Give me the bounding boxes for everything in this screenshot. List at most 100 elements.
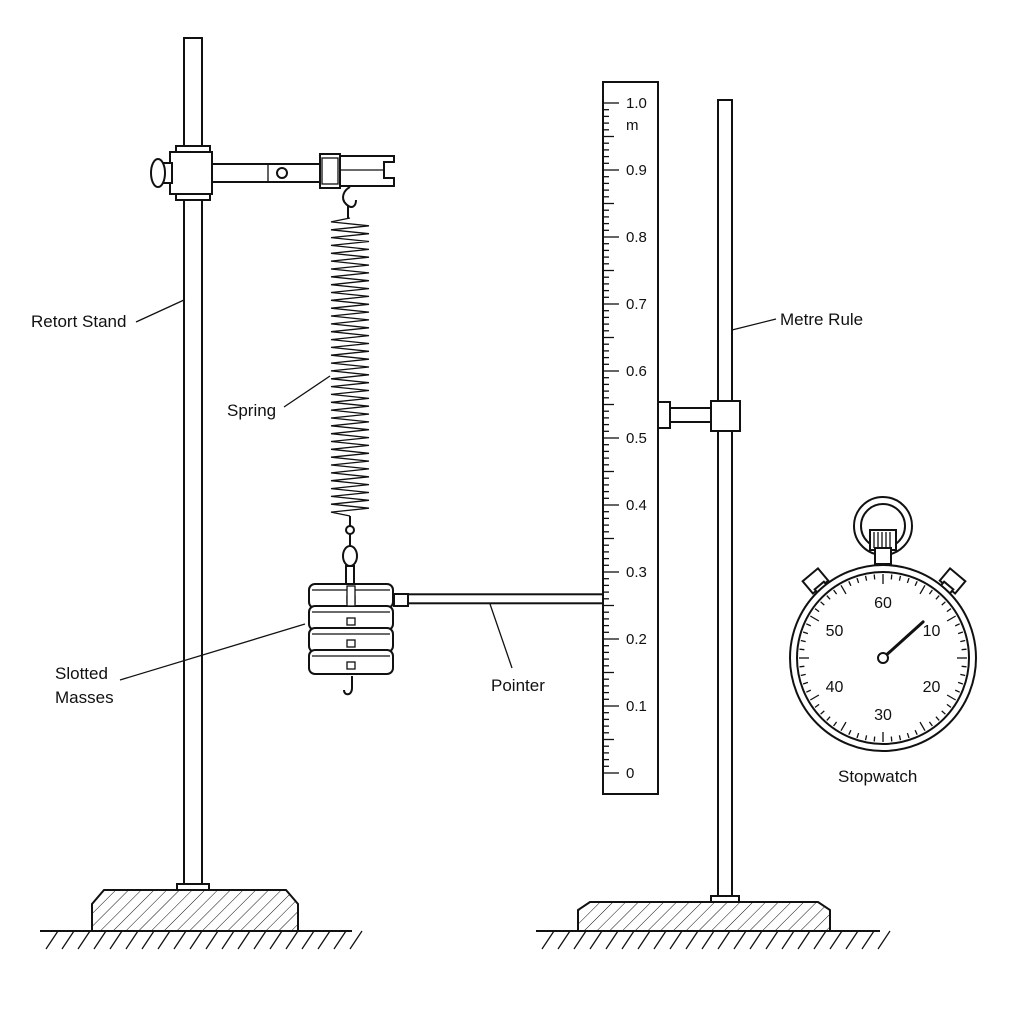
boss-head	[169, 151, 213, 195]
clamp-arm	[211, 163, 323, 183]
rule-clamp-boss	[710, 400, 741, 432]
dial-tick	[919, 584, 926, 595]
dial-tick	[960, 639, 966, 643]
metre-rule: 0 0.1 0.2 0.3 0.4 0.5 0.6 0.7 0.8 0.9 1.0 m	[602, 81, 659, 795]
rule-tick-label: 0.8	[626, 229, 647, 246]
dial-label: 20	[923, 679, 941, 696]
dial-tick	[873, 736, 876, 742]
dial-tick	[814, 703, 820, 708]
dial-tick	[820, 601, 825, 606]
dial-tick	[799, 665, 805, 668]
dial-tick	[848, 729, 852, 735]
rule-tick-label: 0.9	[626, 162, 647, 179]
dial-tick	[800, 639, 806, 643]
dial-tick	[826, 595, 831, 600]
retort-stand	[91, 37, 395, 932]
rule-tick-label: 1.0	[626, 95, 647, 112]
rule-tick-label: 0.6	[626, 363, 647, 380]
dial-tick	[954, 689, 960, 693]
dial-tick	[864, 575, 868, 581]
stopwatch-hand	[881, 620, 925, 660]
dial-tick	[946, 615, 957, 622]
dial-tick	[935, 595, 940, 600]
dial-tick	[840, 584, 847, 595]
rule-tick-label: 0.1	[626, 698, 647, 715]
dial-tick	[800, 673, 806, 677]
dial-tick	[946, 694, 957, 701]
dial-tick	[826, 716, 831, 721]
dial-tick	[833, 721, 838, 727]
dial-tick	[919, 721, 926, 732]
rule-tick-label: 0.2	[626, 631, 647, 648]
rule-stand-rod	[717, 99, 733, 897]
spring	[330, 186, 370, 567]
boss-screw-icon	[150, 158, 166, 188]
dial-tick	[906, 577, 910, 584]
dial-tick	[840, 721, 847, 732]
dial-tick	[799, 648, 805, 651]
dial-tick	[873, 574, 876, 580]
dial-tick	[935, 716, 940, 721]
dial-tick	[906, 732, 910, 739]
dial-tick	[941, 710, 946, 715]
rule-tick-label: 0.7	[626, 296, 647, 313]
dial-tick	[802, 681, 809, 685]
dial-tick	[898, 575, 902, 581]
dial-tick	[954, 623, 960, 627]
label-stopwatch: Stopwatch	[838, 767, 917, 786]
dial-tick	[848, 581, 852, 587]
dial-tick	[928, 589, 933, 595]
dial-tick	[914, 729, 918, 735]
retort-stand-base	[91, 889, 299, 932]
dial-tick	[856, 577, 860, 584]
dial-tick	[941, 601, 946, 606]
slotted-masses	[308, 565, 409, 696]
dial-tick	[957, 631, 964, 635]
dial-tick	[898, 735, 902, 741]
dial-label: 50	[826, 623, 844, 640]
rule-tick-label: 0.5	[626, 430, 647, 447]
rule-tick-label: 0.4	[626, 497, 647, 514]
dial-tick	[960, 673, 966, 677]
rule-unit-label: m	[626, 117, 639, 134]
dial-label: 10	[923, 623, 941, 640]
dial-tick	[833, 589, 838, 595]
dial-tick	[890, 574, 893, 580]
dial-tick	[820, 710, 825, 715]
ground-left	[40, 930, 363, 950]
dial-tick	[928, 721, 933, 727]
rule-tick-label: 0	[626, 765, 634, 782]
label-spring: Spring	[227, 401, 276, 420]
label-slotted-masses-line1: Slotted	[55, 664, 108, 683]
dial-tick	[957, 681, 964, 685]
rule-stand-base	[577, 901, 831, 932]
pointer	[407, 593, 604, 605]
dial-tick	[961, 665, 967, 668]
label-metre-rule: Metre Rule	[780, 310, 863, 329]
dial-tick	[806, 689, 812, 693]
label-pointer: Pointer	[491, 676, 545, 695]
leader-lines	[119, 299, 777, 681]
label-retort-stand: Retort Stand	[31, 312, 126, 331]
dial-tick	[809, 615, 820, 622]
dial-tick	[809, 694, 820, 701]
dial-tick	[814, 608, 820, 613]
rule-tick-label: 0.3	[626, 564, 647, 581]
dial-tick	[946, 608, 952, 613]
stopwatch-dial	[796, 571, 970, 745]
dial-tick	[864, 735, 868, 741]
rule-stand	[577, 99, 831, 932]
dial-tick	[890, 736, 893, 742]
dial-tick	[946, 703, 952, 708]
ground-right	[536, 930, 891, 950]
dial-tick	[914, 581, 918, 587]
dial-tick	[961, 648, 967, 651]
dial-label: 60	[874, 595, 892, 612]
label-slotted-masses-line2: Masses	[55, 688, 114, 707]
dial-tick	[856, 732, 860, 739]
dial-tick	[802, 631, 809, 635]
dial-tick	[806, 623, 812, 627]
